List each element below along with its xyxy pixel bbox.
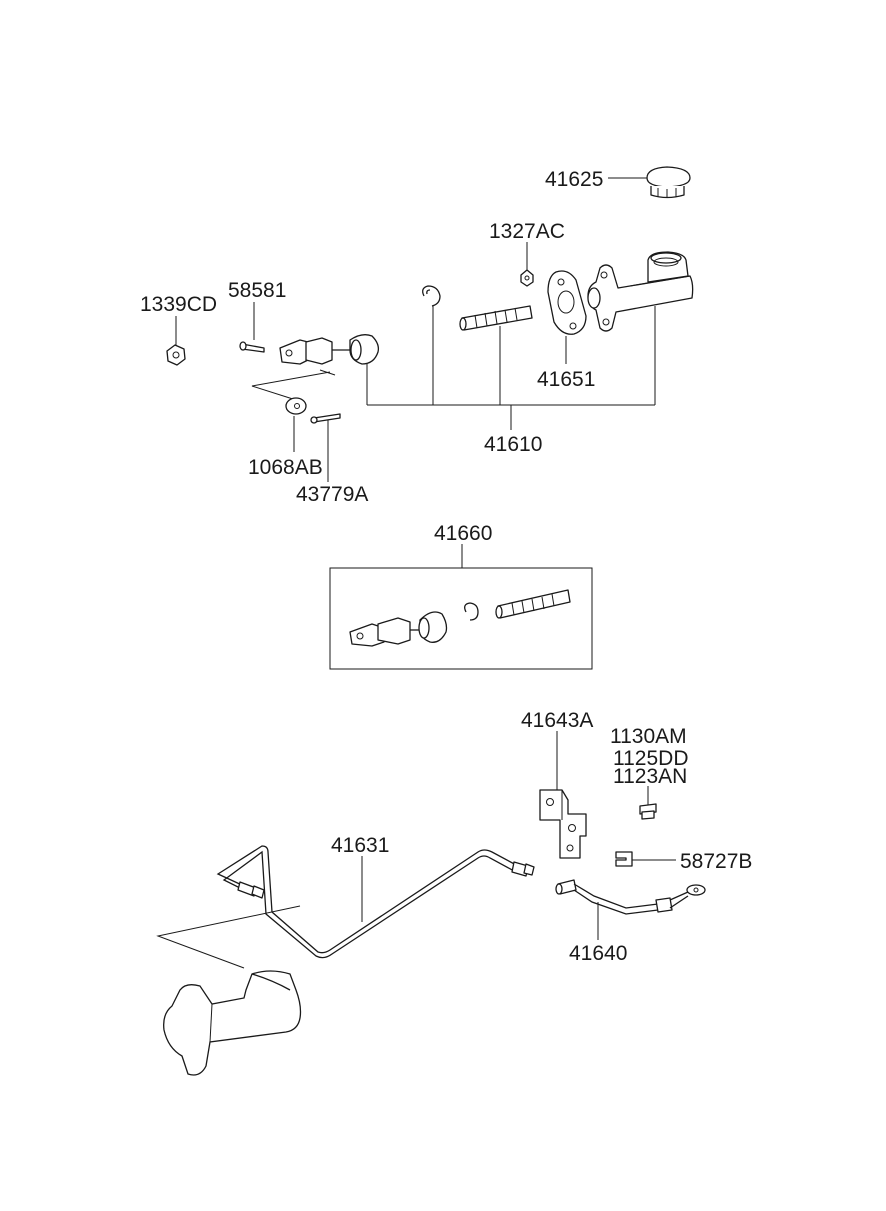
label-41625: 41625 bbox=[545, 168, 603, 191]
nut-1327ac bbox=[520, 242, 534, 287]
clevis-push-rod bbox=[279, 334, 380, 365]
clutch-hose-41640 bbox=[555, 879, 706, 940]
label-41643a: 41643A bbox=[521, 709, 593, 732]
pin-58581 bbox=[239, 302, 265, 353]
label-41640: 41640 bbox=[569, 942, 627, 965]
split-pin-43779a bbox=[310, 413, 341, 482]
label-1327ac: 1327AC bbox=[489, 220, 565, 243]
washer-1068ab bbox=[285, 397, 307, 452]
piston-assembly bbox=[459, 305, 533, 331]
bolt-1130am bbox=[639, 786, 657, 820]
assembly-41610-bracket bbox=[366, 306, 656, 430]
reservoir-cap bbox=[608, 166, 691, 199]
label-58581: 58581 bbox=[228, 279, 286, 302]
label-1123an: 1123AN bbox=[613, 765, 687, 788]
label-41651: 41651 bbox=[537, 368, 595, 391]
label-43779a: 43779A bbox=[296, 483, 368, 506]
label-1339cd: 1339CD bbox=[140, 293, 217, 316]
assembly-guide-lines bbox=[251, 369, 336, 401]
label-41660: 41660 bbox=[434, 522, 492, 545]
repair-kit-41660 bbox=[329, 544, 593, 670]
clip-58727b bbox=[615, 851, 676, 867]
bracket-41643a bbox=[539, 731, 587, 859]
label-1125dd: 1125DD bbox=[613, 747, 689, 770]
snap-ring bbox=[422, 285, 441, 307]
gasket-41651 bbox=[547, 270, 587, 364]
label-41610: 41610 bbox=[484, 433, 542, 456]
label-1130am: 1130AM bbox=[610, 725, 687, 748]
nut-1339cd bbox=[166, 316, 186, 366]
label-58727b: 58727B bbox=[680, 850, 752, 873]
master-cylinder-body bbox=[587, 251, 694, 332]
label-1068ab: 1068AB bbox=[248, 456, 323, 479]
label-41631: 41631 bbox=[331, 834, 389, 857]
reference-master-cylinder bbox=[156, 905, 302, 1076]
clutch-pipe-41631 bbox=[216, 845, 535, 959]
